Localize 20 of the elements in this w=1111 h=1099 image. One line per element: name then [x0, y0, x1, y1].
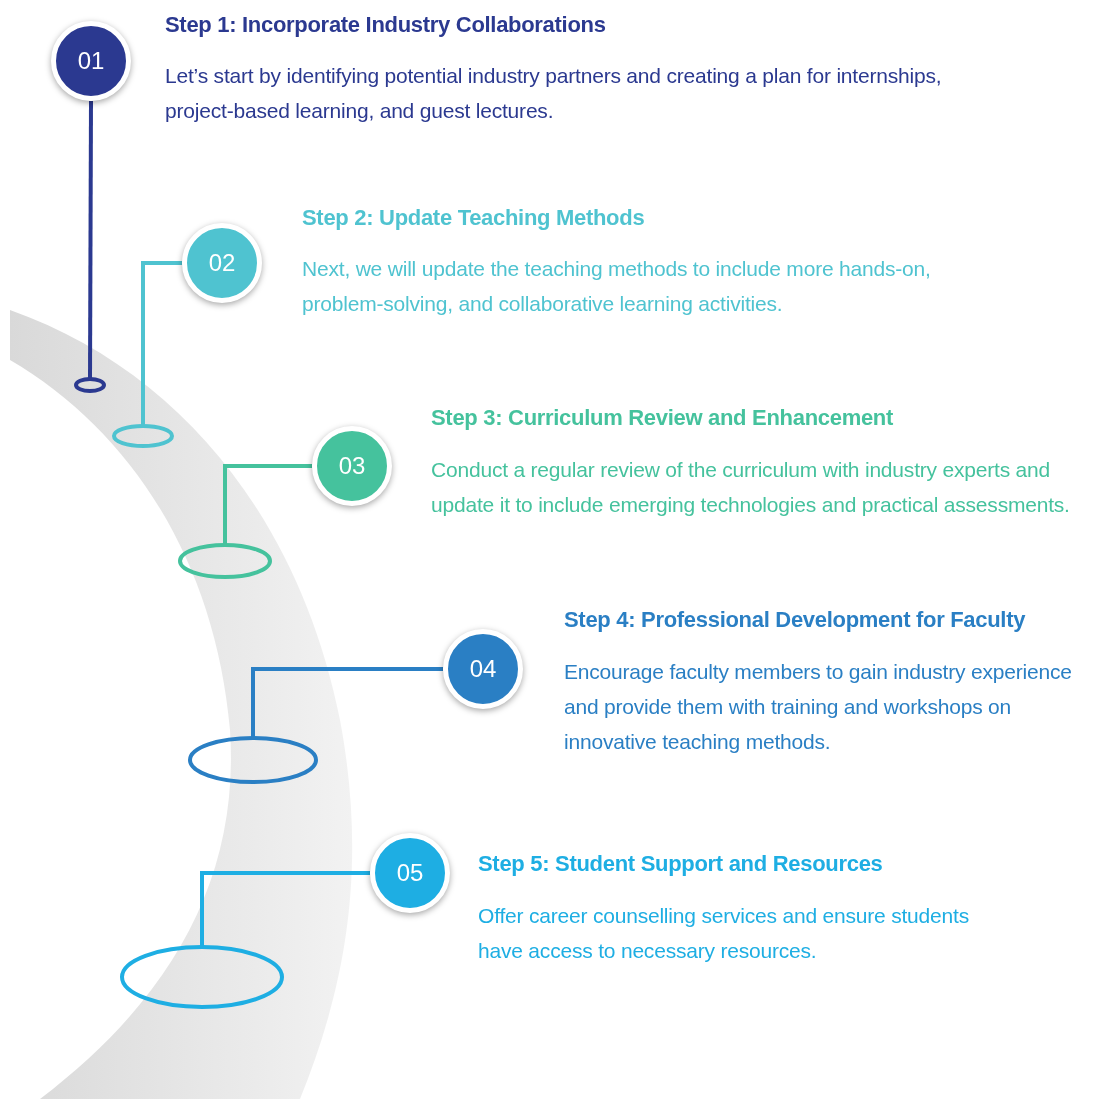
step-heading: Step 4: Professional Development for Faculty	[564, 607, 1026, 633]
ground-marker	[120, 945, 284, 1009]
step-description: Conduct a regular review of the curriculum with industry experts and update it to include emerging technologies and practical assessments.	[431, 457, 1071, 518]
step-description: Next, we will update the teaching methods to include more hands-on, problem-solving, and collaborative learning activities.	[302, 256, 932, 317]
ground-marker	[112, 424, 174, 448]
ground-marker	[188, 736, 318, 784]
step-description: Offer career counselling services and ensure students have access to necessary resources.	[478, 903, 970, 964]
leader-line	[251, 667, 443, 738]
step-heading: Step 5: Student Support and Resources	[478, 851, 883, 877]
leader-line	[141, 261, 182, 426]
step-description: Encourage faculty members to gain industry experience and provide them with training and workshops on innovative teaching methods.	[564, 659, 1073, 755]
leader-line	[88, 101, 93, 379]
leader-line	[223, 464, 312, 545]
step-description: Let’s start by identifying potential industry partners and creating a plan for internships, project-based learning, and guest lectures.	[165, 63, 943, 124]
step-heading: Step 2: Update Teaching Methods	[302, 205, 645, 231]
leader-line	[200, 871, 370, 947]
step-heading: Step 1: Incorporate Industry Collaborations	[165, 12, 606, 38]
ground-marker	[74, 377, 106, 393]
ground-marker	[178, 543, 272, 579]
step-heading: Step 3: Curriculum Review and Enhancement	[431, 405, 894, 431]
